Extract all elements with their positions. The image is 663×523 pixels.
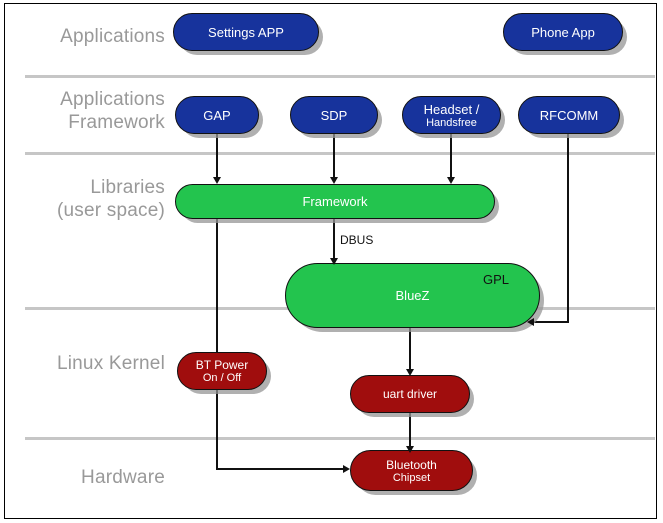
layer-label-applications: Applications — [60, 26, 165, 47]
node-framework-label: Framework — [302, 194, 368, 209]
connector-sdp-to-framework — [333, 133, 335, 179]
node-bluetooth-chipset[interactable]: Bluetooth Chipset — [350, 450, 473, 491]
node-rfcomm[interactable]: RFCOMM — [518, 96, 620, 134]
node-bt-power-label-line1: BT Power — [195, 358, 249, 372]
connector-uart-to-chipset — [409, 412, 411, 450]
arrowhead-uart-to-chipset — [406, 446, 414, 453]
connector-framework-to-chipset-vertical — [216, 218, 218, 470]
arrowhead-headset-to-framework — [447, 177, 455, 184]
arrowhead-gap-to-framework — [213, 177, 221, 184]
connector-framework-to-chipset-horizontal — [216, 468, 344, 470]
layer-label-hardware: Hardware — [81, 467, 165, 488]
node-gap-label: GAP — [203, 107, 231, 123]
node-settings-app[interactable]: Settings APP — [173, 13, 319, 51]
node-uart-driver-label: uart driver — [382, 387, 438, 401]
node-framework[interactable]: Framework — [175, 184, 495, 219]
divider-applications — [25, 75, 655, 78]
layer-label-linux-kernel: Linux Kernel — [56, 353, 165, 374]
connector-framework-to-bluez — [333, 218, 335, 260]
connector-rfcomm-horizontal — [533, 321, 569, 323]
diagram-border — [4, 3, 657, 519]
connector-bluez-to-uart — [409, 327, 411, 371]
arrowhead-rfcomm-to-bluez — [527, 318, 534, 326]
connector-headset-to-framework — [450, 133, 452, 179]
divider-linux-kernel — [25, 437, 655, 440]
layer-label-applications-framework: Applications Framework — [60, 89, 165, 133]
connector-gap-to-framework — [216, 133, 218, 179]
node-phone-app[interactable]: Phone App — [503, 13, 623, 51]
node-bluez-label: BlueZ — [395, 288, 430, 303]
node-bluez[interactable]: BlueZ — [285, 263, 540, 328]
node-sdp-label: SDP — [320, 107, 348, 123]
node-phone-app-label: Phone App — [531, 24, 595, 40]
node-bt-power[interactable]: BT Power On / Off — [177, 352, 267, 390]
node-settings-app-label: Settings APP — [208, 24, 284, 40]
node-uart-driver[interactable]: uart driver — [350, 375, 470, 413]
node-sdp[interactable]: SDP — [290, 96, 378, 134]
connector-rfcomm-vertical — [567, 133, 569, 323]
node-gap[interactable]: GAP — [175, 96, 259, 134]
arrowhead-to-bluetooth-chipset-left — [343, 465, 350, 473]
divider-applications-framework — [25, 152, 655, 155]
node-headset-handsfree-label-line1: Headset / — [423, 101, 480, 117]
node-bluetooth-chipset-label-line1: Bluetooth — [386, 457, 437, 472]
edge-label-dbus: DBUS — [338, 233, 376, 247]
arrowhead-bluez-to-uart — [406, 369, 414, 376]
node-bluetooth-chipset-label-line2: Chipset — [392, 471, 431, 484]
arrowhead-framework-to-bluez — [330, 258, 338, 265]
node-headset-handsfree-label-line2: Handsfree — [426, 116, 477, 129]
gpl-badge: GPL — [483, 272, 510, 287]
arrowhead-sdp-to-framework — [330, 177, 338, 184]
node-headset-handsfree[interactable]: Headset / Handsfree — [402, 96, 501, 134]
layer-label-libraries: Libraries (user space) — [57, 177, 165, 221]
node-rfcomm-label: RFCOMM — [539, 107, 599, 123]
node-bt-power-label-line2: On / Off — [202, 372, 242, 384]
